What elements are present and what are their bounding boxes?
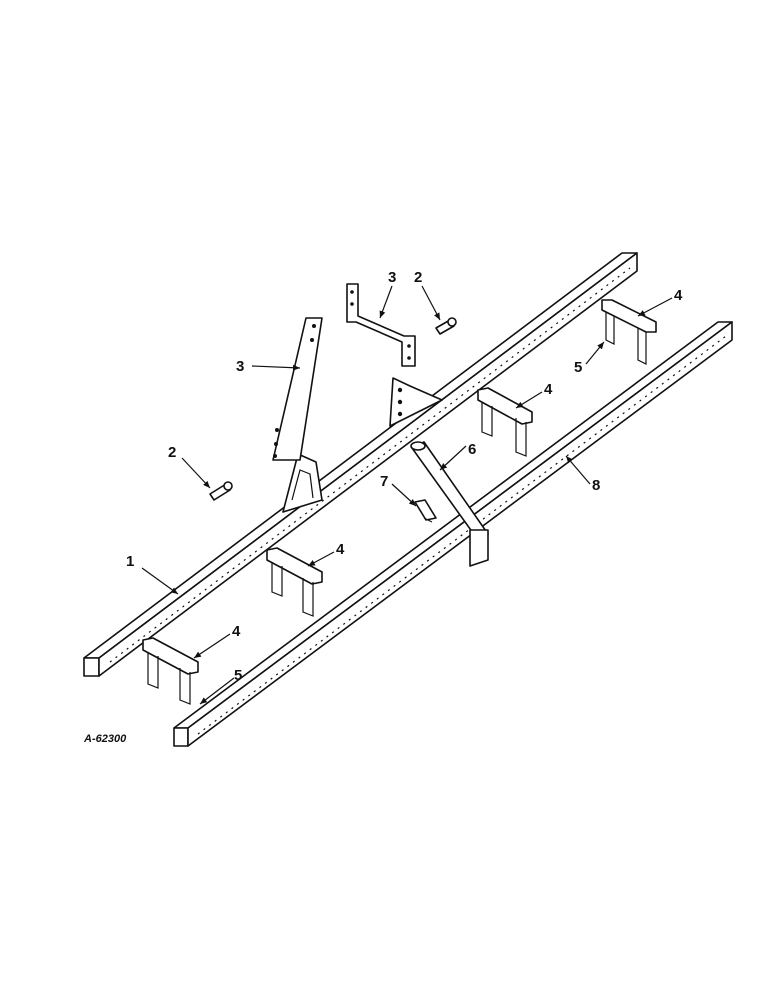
callout-2-upper: 2 xyxy=(414,269,422,286)
bracket-right xyxy=(389,377,443,427)
callout-7: 7 xyxy=(380,473,388,490)
clamp-4-upper-right xyxy=(601,299,657,365)
callout-5-lower: 5 xyxy=(234,667,242,684)
callout-8: 8 xyxy=(592,477,600,494)
frame-bar-8 xyxy=(173,321,733,747)
callout-1: 1 xyxy=(126,553,134,570)
pin-2-upper xyxy=(435,317,457,335)
clamp-4-lower-mid xyxy=(266,547,323,617)
callout-4-lower-mid: 4 xyxy=(336,541,345,558)
callout-2-left: 2 xyxy=(168,444,176,461)
brace-3-left xyxy=(272,317,323,461)
bracket-left xyxy=(282,453,323,513)
leader-lines xyxy=(141,285,673,705)
callout-4-lower-left: 4 xyxy=(232,623,241,640)
drawing-number: A-62300 xyxy=(83,733,127,745)
brace-3-strap xyxy=(346,283,416,367)
callout-4-upper-right: 4 xyxy=(674,287,683,304)
callout-3-left: 3 xyxy=(236,358,244,375)
callout-6: 6 xyxy=(468,441,476,458)
callout-4-mid: 4 xyxy=(544,381,553,398)
clamp-4-mid xyxy=(477,387,533,457)
strut-6 xyxy=(410,441,489,567)
frame-bar-1 xyxy=(83,252,638,677)
callout-5-upper: 5 xyxy=(574,359,582,376)
callout-3-upper: 3 xyxy=(388,269,396,286)
clevis-7 xyxy=(414,499,437,523)
clamp-4-lower-left xyxy=(142,637,199,705)
pin-2-left xyxy=(209,481,233,501)
